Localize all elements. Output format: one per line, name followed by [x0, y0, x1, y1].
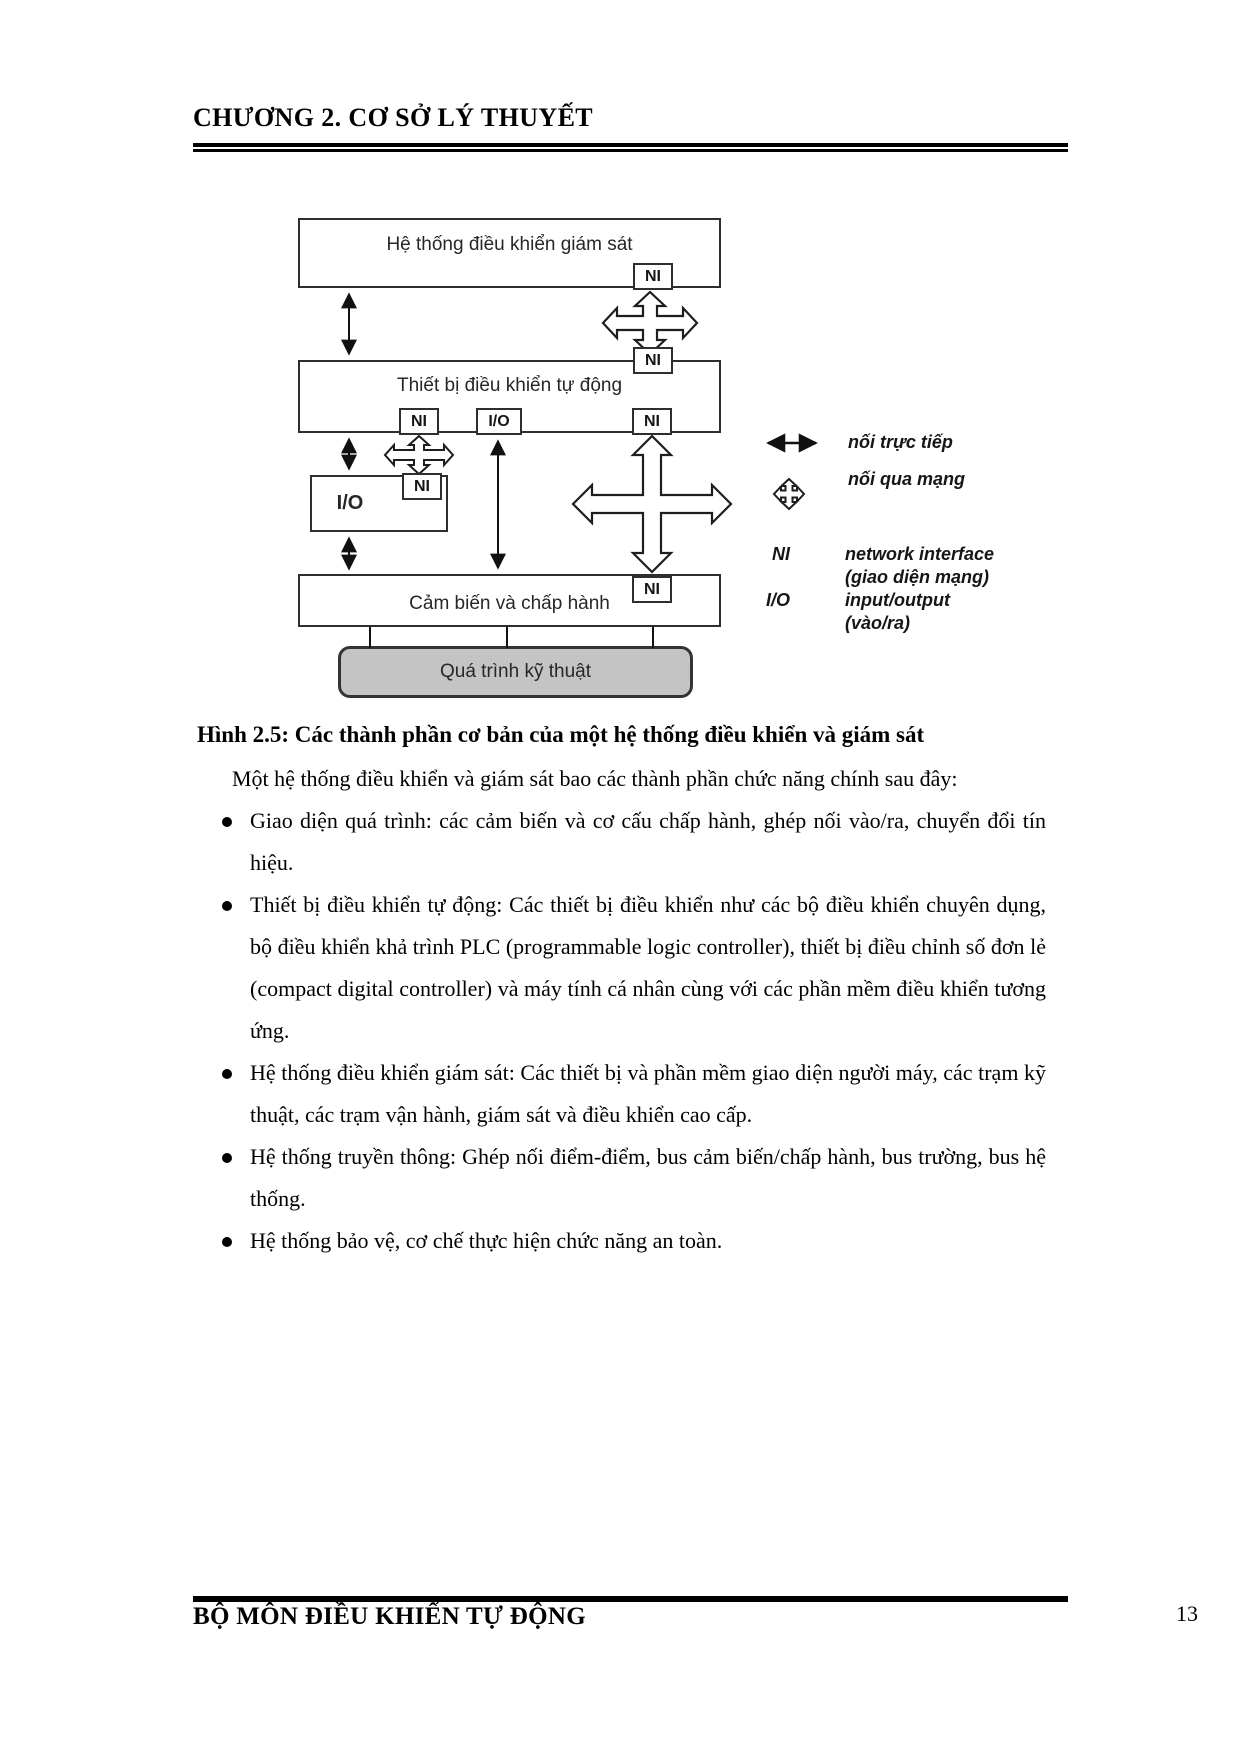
intro-paragraph: Một hệ thống điều khiển và giám sát bao … — [232, 766, 958, 791]
ni-tag-iobox: NI — [402, 473, 442, 500]
footer-rule — [193, 1596, 1068, 1602]
body-text-column: Hình 2.5: Các thành phần cơ bản của một … — [193, 712, 1046, 1262]
legend-ni-abbr: NI — [772, 544, 790, 564]
io-box-label: I/O — [336, 492, 364, 514]
header-rule-bottom — [193, 149, 1068, 152]
list-item: Hệ thống truyền thông: Ghép nối điểm-điể… — [193, 1136, 1046, 1220]
technical-process-label: Quá trình kỹ thuật — [439, 661, 592, 682]
ni-tag-sensor: NI — [632, 576, 672, 603]
legend-direct-label: nối trực tiếp — [848, 432, 953, 452]
page-number: 13 — [1176, 1601, 1198, 1626]
io-box: I/O — [310, 475, 448, 532]
legend-io-abbr: I/O — [766, 590, 791, 610]
legend-ni-desc-line1: network interface — [845, 544, 995, 564]
list-item-text: Hệ thống điều khiển giám sát: Các thiết … — [250, 1060, 1046, 1127]
list-item: Thiết bị điều khiển tự động: Các thiết b… — [193, 884, 1046, 1052]
list-item: Hệ thống bảo vệ, cơ chế thực hiện chức n… — [193, 1220, 1046, 1262]
ni-tag-controller-left: NI — [399, 408, 439, 435]
figure-caption: Hình 2.5: Các thành phần cơ bản của một … — [197, 722, 925, 747]
header-double-rule — [193, 143, 1068, 152]
controller-device-label: Thiết bị điều khiển tự động — [396, 374, 623, 396]
io-tag-controller: I/O — [476, 408, 522, 435]
supervisory-system-box: Hệ thống điều khiển giám sát — [298, 218, 721, 288]
legend-io-desc-line2: (vào/ra) — [845, 613, 911, 633]
ni-tag-supervisory: NI — [633, 263, 673, 290]
network-cross-arrow-top — [601, 290, 699, 356]
component-bullet-list: Giao diện quá trình: các cảm biến và cơ … — [193, 800, 1046, 1262]
list-item: Giao diện quá trình: các cảm biến và cơ … — [193, 800, 1046, 884]
list-item-text: Hệ thống truyền thông: Ghép nối điểm-điể… — [250, 1144, 1046, 1211]
list-item: Hệ thống điều khiển giám sát: Các thiết … — [193, 1052, 1046, 1136]
legend-network-cross-icon — [772, 477, 806, 511]
legend-network-label: nối qua mạng — [848, 469, 965, 489]
network-cross-arrow-small — [383, 434, 455, 476]
legend-ni-desc-line2: (giao diện mạng) — [845, 567, 989, 587]
chapter-title: CHƯƠNG 2. CƠ SỞ LÝ THUYẾT — [193, 103, 594, 132]
ni-tag-controller-top: NI — [633, 347, 673, 374]
network-cross-arrow-right — [571, 434, 733, 574]
supervisory-system-label: Hệ thống điều khiển giám sát — [386, 234, 633, 255]
footer-department: BỘ MÔN ĐIỀU KHIỂN TỰ ĐỘNG — [193, 1603, 586, 1630]
ni-tag-controller-right: NI — [632, 408, 672, 435]
legend-io-desc-line1: input/output — [845, 590, 950, 610]
sensor-actuator-label: Cảm biến và chấp hành — [409, 592, 610, 614]
list-item-text: Thiết bị điều khiển tự động: Các thiết b… — [250, 892, 1046, 1043]
list-item-text: Giao diện quá trình: các cảm biến và cơ … — [250, 808, 1046, 875]
technical-process-box: Quá trình kỹ thuật — [338, 646, 693, 698]
header-rule-top — [193, 143, 1068, 147]
list-item-text: Hệ thống bảo vệ, cơ chế thực hiện chức n… — [250, 1228, 723, 1253]
